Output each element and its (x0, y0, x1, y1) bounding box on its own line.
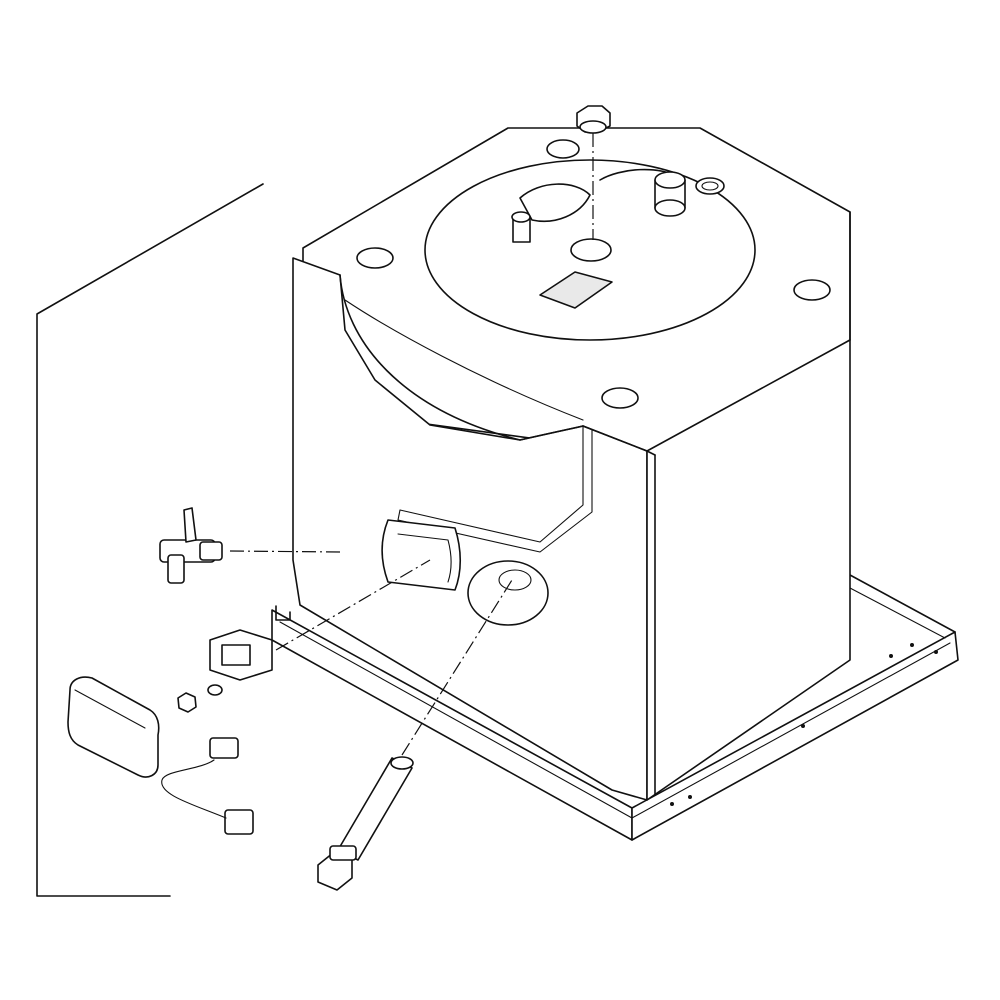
top-plug (576, 105, 611, 134)
nut (177, 692, 197, 713)
base-tray (271, 574, 959, 841)
immersion-heater-rod (317, 756, 414, 891)
top-spigot (511, 211, 531, 243)
top-port-stub-left (654, 171, 686, 217)
thermostat-cover-cap (67, 676, 160, 778)
drain-valve (159, 507, 223, 584)
assembly-lines (229, 133, 594, 756)
thermostat-bracket (209, 629, 273, 681)
storage-tank-cabinet (275, 127, 851, 801)
frame-lines (36, 183, 264, 897)
washer (207, 684, 223, 696)
top-port-stub-right (695, 177, 725, 195)
sensor-cable-connector (161, 737, 254, 835)
